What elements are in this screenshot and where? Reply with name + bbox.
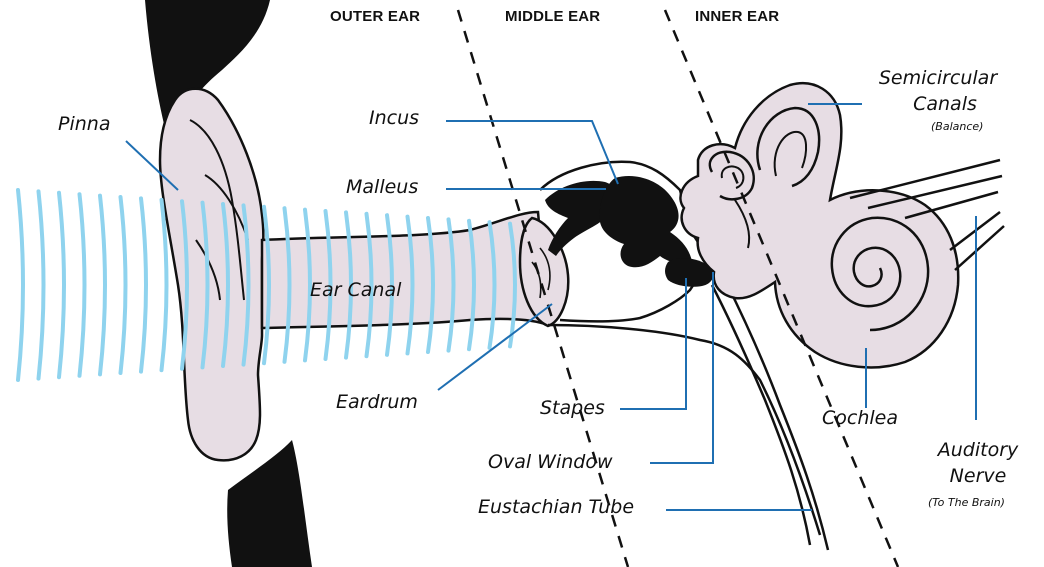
label-auditory-note: (To The Brain) <box>928 496 1005 509</box>
vestibule-shape <box>680 83 958 367</box>
label-auditory-line2: Nerve <box>918 466 1038 488</box>
label-eardrum: Eardrum <box>336 392 418 414</box>
sound-wave-arc <box>39 191 44 378</box>
label-pinna: Pinna <box>58 114 110 136</box>
label-cochlea: Cochlea <box>822 408 898 430</box>
sound-wave-arc <box>100 196 105 375</box>
label-incus: Incus <box>369 108 419 130</box>
sound-wave-arc <box>80 194 85 376</box>
label-auditory-line1: Auditory <box>918 440 1038 462</box>
ear-canal-shape <box>262 212 548 328</box>
sound-wave-arc <box>141 198 146 371</box>
label-ear-canal: Ear Canal <box>310 280 401 302</box>
sound-wave-arc <box>162 200 167 370</box>
label-semicircular-line1: Semicircular <box>868 68 1008 90</box>
sound-wave-arc <box>121 197 126 373</box>
label-eustachian-tube: Eustachian Tube <box>478 497 634 519</box>
sound-wave-arc <box>59 193 64 377</box>
oval-window-leader <box>650 272 713 463</box>
section-middle-ear: MIDDLE EAR <box>505 8 600 25</box>
label-oval-window: Oval Window <box>488 452 613 474</box>
incus-leader <box>446 121 618 184</box>
stapes-leader <box>620 278 686 409</box>
section-inner-ear: INNER EAR <box>695 8 779 25</box>
sound-wave-arc <box>18 190 23 380</box>
label-semicircular-line2: Canals <box>890 94 1000 116</box>
label-stapes: Stapes <box>540 398 605 420</box>
label-semicircular-note: (Balance) <box>931 120 983 133</box>
label-malleus: Malleus <box>346 177 418 199</box>
earlobe-bottom <box>227 440 312 567</box>
section-outer-ear: OUTER EAR <box>330 8 420 25</box>
